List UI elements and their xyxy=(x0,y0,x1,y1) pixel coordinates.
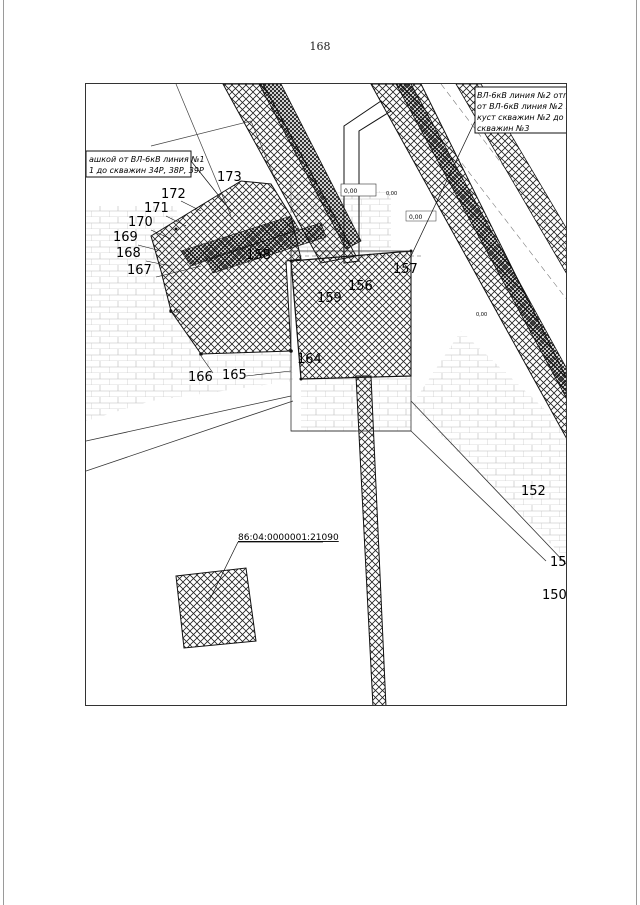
callout-right-line3: куст скважин №2 до кус xyxy=(477,113,567,122)
parcel-label-152: 152 xyxy=(521,484,546,499)
label-leaders-south xyxy=(200,355,292,377)
small-mark-box xyxy=(340,183,377,197)
pipeline-outline xyxy=(343,100,392,264)
vertex-points xyxy=(169,227,413,381)
small-mark-2: 0,00 xyxy=(409,214,423,221)
dense-strip-2 xyxy=(205,222,327,274)
parcel-label-167: 167 xyxy=(127,263,152,278)
callout-left-box xyxy=(86,150,192,178)
cadastral-leader xyxy=(208,541,239,602)
cadastral-parcel xyxy=(175,567,257,649)
dense-strip xyxy=(180,215,300,267)
parcel-label-164: 164 xyxy=(297,352,322,367)
cadastral-map: 0,00 0,00 0,00 0,00 0,00 ашкой от ВЛ-6кВ… xyxy=(86,84,567,705)
boundary-line xyxy=(410,400,566,565)
callout-left-line1: ашкой от ВЛ-6кВ линия №1 xyxy=(89,155,205,164)
parcel-label-157: 157 xyxy=(393,262,418,277)
page-number: 168 xyxy=(309,40,331,53)
small-mark-3: 0,00 xyxy=(476,312,487,318)
callout-right-leader xyxy=(410,120,476,257)
brick-area-south xyxy=(301,376,411,431)
page-edge-left xyxy=(3,0,4,905)
boundary-line xyxy=(410,430,547,562)
parcel-label-170: 170 xyxy=(128,215,153,230)
callout-left-leader xyxy=(190,160,232,212)
parcel-label-151: 151 xyxy=(550,555,567,570)
parcel-label-168: 168 xyxy=(116,246,141,261)
label-leaders xyxy=(137,200,202,278)
callout-left-line2: 1 до скважин 34Р, 38Р, 39Р xyxy=(89,166,204,175)
small-mark-5: 0,00 xyxy=(386,191,397,197)
map-frame: 0,00 0,00 0,00 0,00 0,00 ашкой от ВЛ-6кВ… xyxy=(85,83,567,706)
parcel-label-172: 172 xyxy=(161,187,186,202)
parcel-label-171: 171 xyxy=(144,201,169,216)
parcel-label-173: 173 xyxy=(217,170,242,185)
small-mark-1: 0,00 xyxy=(344,188,358,195)
callout-right-box xyxy=(474,86,566,134)
small-mark-4: 0,00 xyxy=(169,309,180,315)
callout-right-line1: ВЛ-6кВ линия №2 отпай xyxy=(477,91,567,100)
boundary-line xyxy=(86,400,294,472)
dense-corridor-2 xyxy=(395,84,566,399)
parcel-label-158: 158 xyxy=(246,248,271,263)
cadastral-number-label: 86:04:0000001:21090 xyxy=(238,533,339,543)
parcel-label-156: 156 xyxy=(348,279,373,294)
parcel-label-159: 159 xyxy=(317,291,342,306)
boundary-line xyxy=(86,395,292,442)
parcel-label-169: 169 xyxy=(113,230,138,245)
brick-area-east xyxy=(411,331,566,560)
page-edge-right xyxy=(636,0,637,905)
callout-right-line4: скважин №3 xyxy=(477,124,529,133)
parcel-label-150: 150 xyxy=(542,588,567,603)
hatched-corridor-2 xyxy=(370,84,566,439)
parcel-label-165: 165 xyxy=(222,368,247,383)
small-mark-box xyxy=(405,210,437,222)
parcel-label-166: 166 xyxy=(188,370,213,385)
dense-corridor-1 xyxy=(258,84,362,250)
callout-right-line2: от ВЛ-6кВ линия №2 на xyxy=(477,102,567,111)
vertical-corridor xyxy=(355,375,387,705)
